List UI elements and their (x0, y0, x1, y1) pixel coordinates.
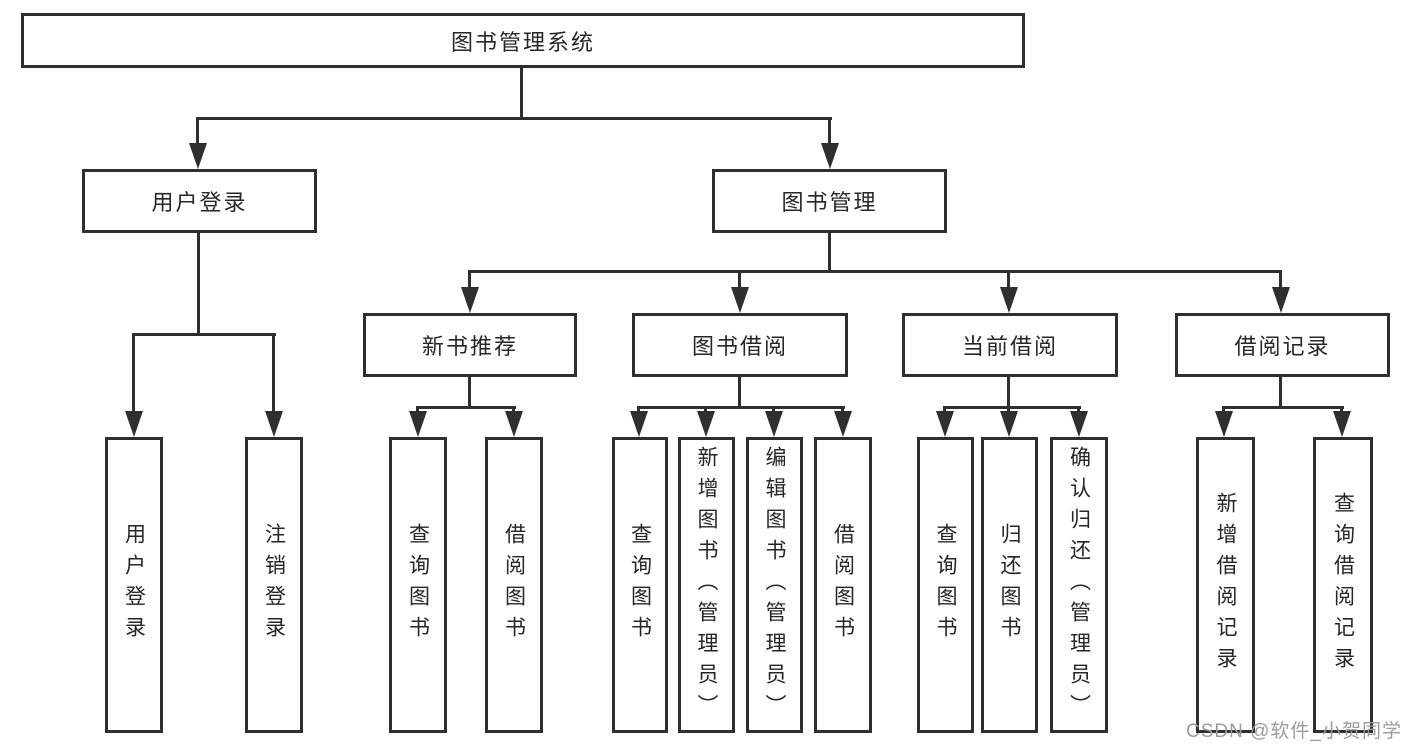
leaf-label: 编辑图书（管理员） (763, 445, 787, 725)
leaf-label: 注销登录 (262, 523, 286, 647)
connector-line (468, 270, 1282, 273)
leaf-add-books-admin: 新增图书（管理员） (678, 437, 735, 733)
node-label: 借阅记录 (1234, 334, 1331, 359)
leaf-label: 查询图书 (934, 523, 958, 647)
connector-arrowhead (189, 143, 207, 169)
connector-line (704, 406, 707, 414)
connector-line (468, 270, 471, 290)
leaf-label: 借阅图书 (502, 523, 526, 647)
connector-line (512, 406, 515, 414)
connector-arrowhead (265, 411, 283, 437)
connector-arrowhead (125, 411, 143, 437)
leaf-label: 查询借阅记录 (1331, 492, 1355, 678)
leaf-label: 用户登录 (122, 523, 146, 647)
connector-line (272, 333, 275, 414)
connector-line (1007, 406, 1010, 414)
leaf-add-borrow-record: 新增借阅记录 (1196, 437, 1255, 733)
connector-line (637, 406, 640, 414)
leaf-query-books-borrowing: 查询图书 (612, 437, 668, 733)
leaf-label: 查询图书 (406, 523, 430, 647)
connector-arrowhead (834, 411, 852, 437)
connector-arrowhead (1215, 411, 1233, 437)
node-current-borrowing: 当前借阅 (902, 313, 1118, 377)
connector-line (132, 333, 276, 336)
connector-line (828, 117, 831, 146)
connector-line (196, 117, 832, 120)
node-book-borrowing: 图书借阅 (632, 313, 848, 377)
connector-arrowhead (409, 411, 427, 437)
connector-arrowhead (936, 411, 954, 437)
leaf-label: 新增借阅记录 (1214, 492, 1238, 678)
node-user-login: 用户登录 (82, 169, 317, 233)
connector-line (637, 406, 845, 409)
connector-arrowhead (505, 411, 523, 437)
leaf-label: 借阅图书 (831, 523, 855, 647)
connector-line (943, 406, 1081, 409)
connector-line (1007, 377, 1010, 409)
connector-arrowhead (1272, 287, 1290, 313)
connector-arrowhead (1000, 287, 1018, 313)
connector-line (828, 233, 831, 273)
leaf-borrow-books: 借阅图书 (814, 437, 872, 733)
leaf-label: 查询图书 (628, 523, 652, 647)
connector-line (416, 406, 516, 409)
leaf-user-login: 用户登录 (105, 437, 163, 733)
connector-line (841, 406, 844, 414)
connector-line (1077, 406, 1080, 414)
connector-line (1222, 406, 1225, 414)
connector-line (468, 377, 471, 409)
connector-line (416, 406, 419, 414)
node-new-book-recommendation: 新书推荐 (363, 313, 577, 377)
connector-line (1279, 377, 1282, 409)
connector-arrowhead (697, 411, 715, 437)
leaf-query-borrow-record: 查询借阅记录 (1313, 437, 1373, 733)
leaf-logout: 注销登录 (245, 437, 303, 733)
connector-arrowhead (1000, 411, 1018, 437)
connector-arrowhead (1070, 411, 1088, 437)
connector-line (943, 406, 946, 414)
leaf-query-books-current: 查询图书 (917, 437, 974, 733)
connector-line (772, 406, 775, 414)
leaf-edit-books-admin: 编辑图书（管理员） (746, 437, 803, 733)
connector-line (738, 377, 741, 409)
leaf-borrow-books-recommend: 借阅图书 (485, 437, 543, 733)
leaf-return-books: 归还图书 (981, 437, 1038, 733)
connector-arrowhead (765, 411, 783, 437)
connector-arrowhead (731, 287, 749, 313)
connector-arrowhead (630, 411, 648, 437)
leaf-label: 确认归还（管理员） (1067, 445, 1091, 725)
node-label: 新书推荐 (421, 334, 518, 359)
node-label: 图书管理系统 (450, 29, 595, 55)
connector-arrowhead (1333, 411, 1351, 437)
connector-line (132, 333, 135, 414)
connector-line (520, 68, 523, 118)
node-label: 图书借阅 (691, 334, 788, 359)
connector-line (1279, 270, 1282, 290)
connector-line (196, 117, 199, 146)
csdn-watermark: CSDN @软件_小贺同学 (1186, 721, 1402, 742)
node-book-management: 图书管理 (712, 169, 947, 233)
connector-line (197, 233, 200, 336)
node-label: 图书管理 (781, 190, 878, 215)
connector-line (1007, 270, 1010, 290)
connector-arrowhead (461, 287, 479, 313)
node-library-management-system: 图书管理系统 (21, 13, 1025, 68)
connector-arrowhead (821, 143, 839, 169)
connector-line (738, 270, 741, 290)
leaf-confirm-return-admin: 确认归还（管理员） (1050, 437, 1108, 733)
node-label: 用户登录 (151, 190, 248, 215)
connector-line (1340, 406, 1343, 414)
node-borrowing-records: 借阅记录 (1175, 313, 1390, 377)
node-label: 当前借阅 (961, 334, 1058, 359)
connector-line (1222, 406, 1344, 409)
leaf-label: 新增图书（管理员） (695, 445, 719, 725)
leaf-label: 归还图书 (998, 523, 1022, 647)
leaf-query-books-recommend: 查询图书 (389, 437, 447, 733)
